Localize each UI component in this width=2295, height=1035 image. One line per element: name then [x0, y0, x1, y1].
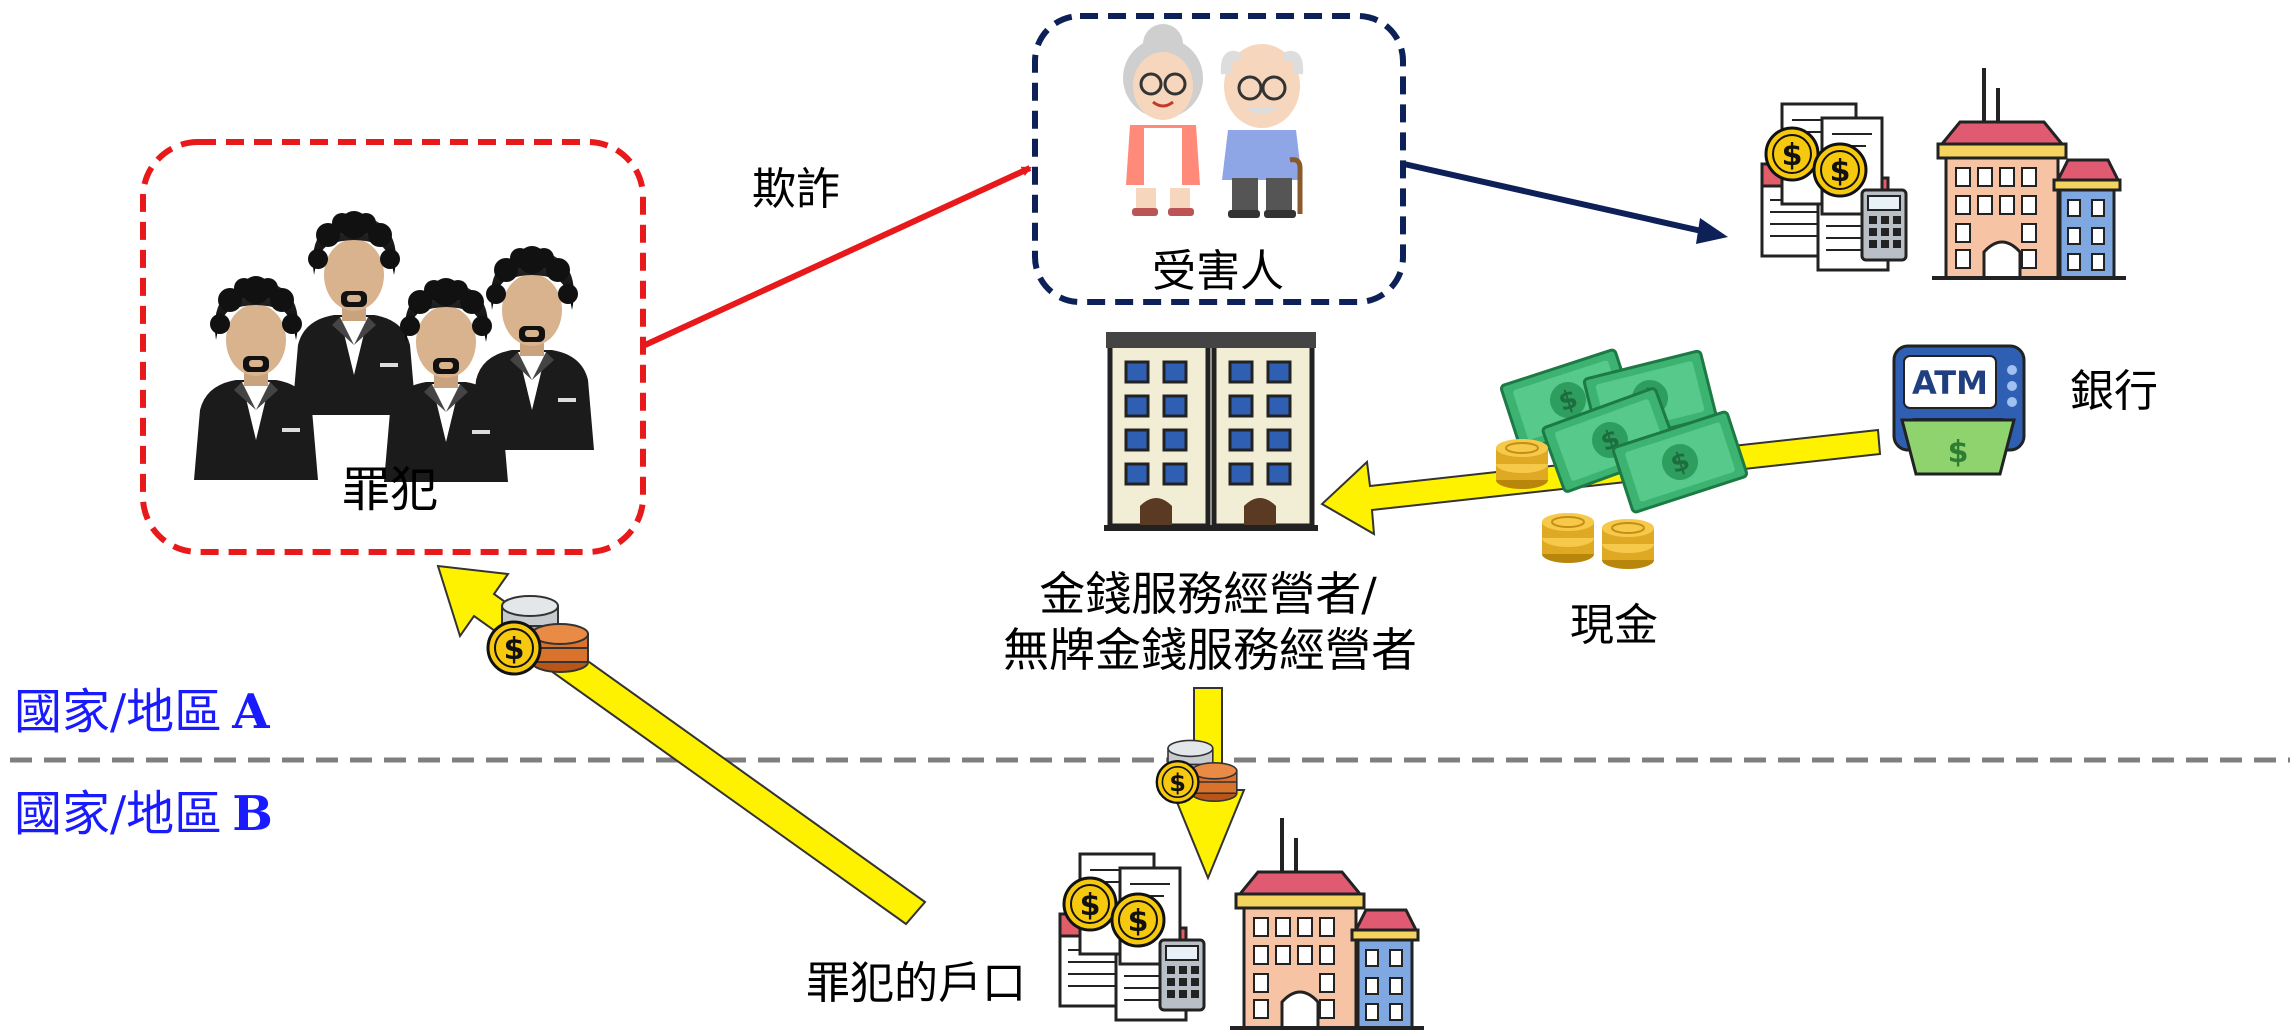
cash-label: 現金 [1570, 600, 1658, 651]
criminals-box [140, 139, 646, 555]
coins-icon-lower [1157, 740, 1237, 802]
victims-to-bank-arrowhead [1696, 218, 1728, 244]
svg-text:$: $ [1948, 435, 1969, 470]
coins-icon [488, 596, 588, 674]
atm-label: ATM [1912, 364, 1988, 402]
bank-building-icon [1762, 68, 2126, 278]
criminals-label: 罪犯 [342, 462, 438, 518]
office-towers-icon [1104, 332, 1318, 531]
fraud-arrow [643, 165, 1032, 348]
victims-label: 受害人 [1152, 246, 1284, 297]
atm-icon: ATM $ [1892, 344, 2026, 476]
criminals-group-icon [194, 211, 594, 482]
criminal-account-bank-icon [1060, 818, 1424, 1028]
cash-money-icon [1495, 347, 1750, 570]
fraud-label: 欺詐 [752, 164, 840, 215]
elderly-couple-icon [1123, 24, 1304, 218]
msp-label-line1: 金錢服務經營者/ [1039, 567, 1377, 621]
criminal-account-label: 罪犯的戶口 [806, 958, 1026, 1009]
msp-label-line2: 無牌金錢服務經營者 [1003, 623, 1417, 677]
bank-label: 銀行 [2070, 366, 2158, 417]
victims-to-bank-arrow [1403, 161, 1707, 235]
